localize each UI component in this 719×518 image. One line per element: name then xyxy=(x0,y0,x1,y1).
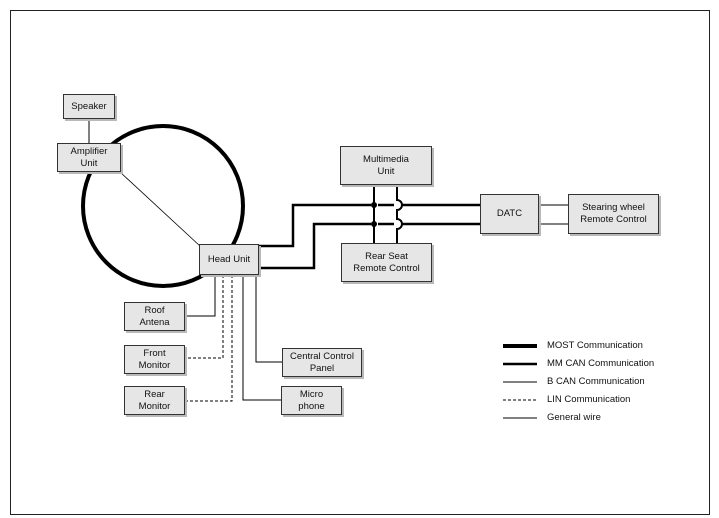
junction-dot xyxy=(371,202,377,208)
speaker-box: Speaker xyxy=(63,94,115,119)
head-unit-box: Head Unit xyxy=(199,244,259,275)
multimedia-unit-box: Multimedia Unit xyxy=(340,146,432,185)
lin-rear-monitor xyxy=(185,275,233,402)
rear-monitor-box: Rear Monitor xyxy=(124,386,185,415)
wire-central-panel xyxy=(255,275,282,363)
wire-roof-antenna xyxy=(185,275,216,317)
amplifier-unit-box: Amplifier Unit xyxy=(57,143,121,172)
legend-label-most: MOST Communication xyxy=(547,340,643,351)
wire-amplifier-headunit xyxy=(119,171,201,247)
front-monitor-box: Front Monitor xyxy=(124,345,185,374)
rear-seat-remote-box: Rear Seat Remote Control xyxy=(341,243,432,282)
mmcan-bus-upper xyxy=(259,203,371,248)
mmcan-bus-lower xyxy=(259,222,371,270)
roof-antenna-box: Roof Antena xyxy=(124,302,185,331)
wire-microphone xyxy=(242,275,281,401)
most-ring xyxy=(81,124,245,288)
microphone-box: Micro phone xyxy=(281,386,342,415)
legend-label-lin: LIN Communication xyxy=(547,394,631,405)
mmcan-drop-right xyxy=(396,185,403,243)
legend-label-bcan: B CAN Communication xyxy=(547,376,645,387)
central-control-panel-box: Central Control Panel xyxy=(282,348,362,377)
diagram-frame xyxy=(10,10,710,515)
legend-label-general: General wire xyxy=(547,412,601,423)
legend-label-mmcan: MM CAN Communication xyxy=(547,358,655,369)
steering-wheel-remote-box: Stearing wheel Remote Control xyxy=(568,194,659,234)
datc-box: DATC xyxy=(480,194,539,234)
junction-dot xyxy=(371,221,377,227)
lin-front-monitor xyxy=(185,275,224,359)
